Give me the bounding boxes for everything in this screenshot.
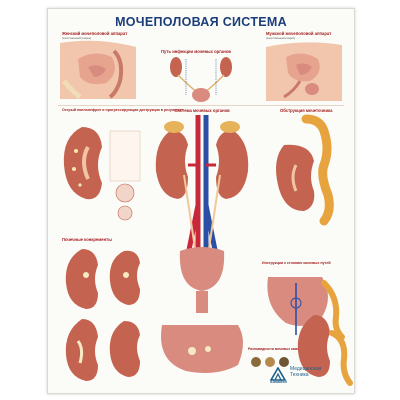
obstruction-heading: Обструкция мочеточника — [280, 108, 333, 113]
brand-name: Медицинская Техника — [290, 366, 322, 378]
obstruction-figure — [276, 114, 334, 226]
female-sagittal-figure — [60, 40, 136, 99]
male-section-subheading: (сагиттальный разрез) — [266, 36, 296, 40]
poster-title: МОЧЕПОЛОВАЯ СИСТЕМА — [115, 15, 287, 29]
urinary-system-figure — [155, 115, 249, 313]
stone-types-heading: Разновидности мочевых камней — [248, 347, 304, 351]
catheter-figure — [267, 277, 345, 340]
poster: МОЧЕПОЛОВАЯ СИСТЕМА Женский мочеполовой … — [47, 8, 355, 394]
pyelonephritis-heading: Острый пиелонефрит и прогрессирующая дес… — [62, 108, 184, 112]
stone-types-figure — [251, 357, 289, 367]
female-section-subheading: (сагиттальный разрез) — [62, 36, 92, 40]
urinary-system-heading: Система мочевых органов — [174, 108, 230, 113]
brand-logo-icon — [270, 367, 286, 381]
renal-calculi-heading: Почечные конкременты — [62, 237, 112, 242]
pyelonephritis-figure — [63, 127, 141, 221]
brand-name-line2: Техника — [290, 371, 309, 378]
brand-logo: Медицинская Техника AlmaMed — [270, 364, 340, 384]
female-section-heading: Женский мочеполовой аппарат — [62, 31, 128, 36]
male-sagittal-figure — [266, 42, 342, 101]
row-divider — [58, 105, 344, 106]
brand-short: AlmaMed — [270, 380, 287, 384]
renal-calculi-figure — [65, 249, 140, 381]
catheter-heading: Инструкции к стоянию мочевых путей — [262, 261, 331, 265]
brand-name-line1: Медицинская — [290, 366, 322, 372]
infection-path-figure — [170, 57, 232, 102]
infection-path-heading: Путь инфекции мочевых органов — [161, 49, 231, 54]
kidney-lower-figure — [297, 315, 353, 386]
bladder-stones-figure — [161, 325, 243, 373]
male-section-heading: Мужской мочеполовой аппарат — [266, 31, 332, 36]
